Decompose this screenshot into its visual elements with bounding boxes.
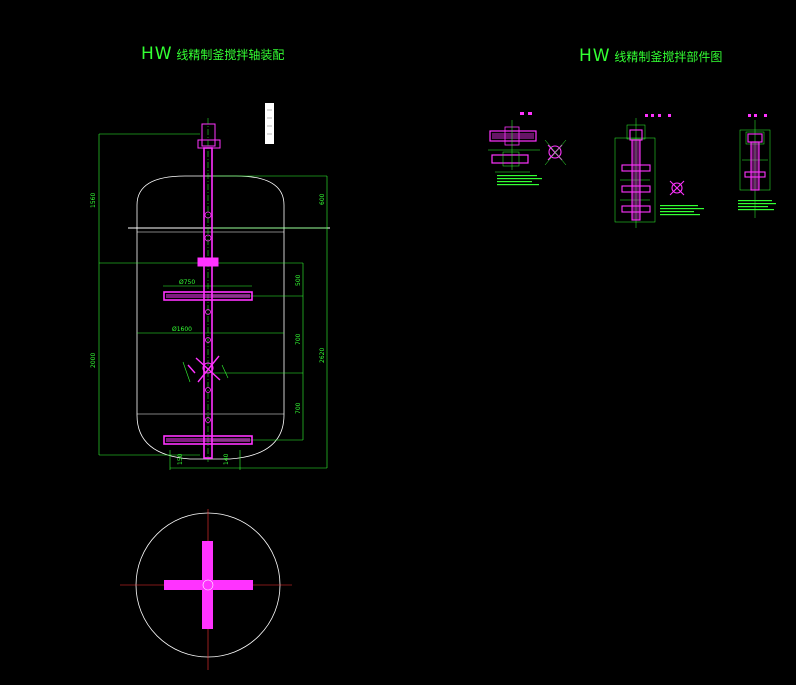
- parts-title-prefix: HW: [579, 46, 611, 66]
- assembly-title-text: 线精制釜搅拌轴装配: [176, 48, 285, 62]
- dim-vessel-diameter: Ø1600: [172, 326, 192, 333]
- vessel-elevation: 1560 2000 600 500 700 700 2620 Ø750 Ø160…: [90, 103, 330, 470]
- impeller-upper: [163, 291, 253, 301]
- assembly-title: HW 线精制釜搅拌轴装配: [141, 44, 284, 64]
- dim-right-total: 2620: [319, 348, 326, 363]
- parts-title: HW 线精制釜搅拌部件图: [579, 46, 722, 66]
- part-detail-2-cross: [669, 180, 685, 196]
- diagonal-blade: [187, 355, 221, 383]
- assembly-title-prefix: HW: [141, 44, 173, 64]
- dim-bottom-left: 150: [177, 453, 184, 465]
- agitator-shaft: [197, 118, 221, 462]
- dim-right-lower: 700: [295, 402, 302, 414]
- dimension-lines: [98, 133, 328, 470]
- dim-right-mid: 700: [295, 333, 302, 345]
- dim-upper-height: 1560: [90, 193, 97, 208]
- dim-right-upper: 500: [295, 274, 302, 286]
- part-detail-2: [614, 114, 704, 228]
- impeller-lower: [163, 435, 253, 445]
- vessel-top-view: [120, 509, 292, 670]
- dim-impeller-diameter: Ø750: [179, 279, 195, 286]
- vessel-outline: [136, 175, 285, 460]
- annotation-tag: [265, 103, 274, 144]
- parts-title-text: 线精制釜搅拌部件图: [614, 50, 723, 64]
- impeller-cross-vertical: [202, 541, 213, 629]
- part-detail-1: [488, 112, 567, 186]
- part-detail-3: [738, 114, 776, 218]
- dim-total-height-left: 2000: [90, 353, 97, 368]
- dim-right-top: 600: [319, 193, 326, 205]
- dim-bottom-right: 140: [223, 453, 230, 465]
